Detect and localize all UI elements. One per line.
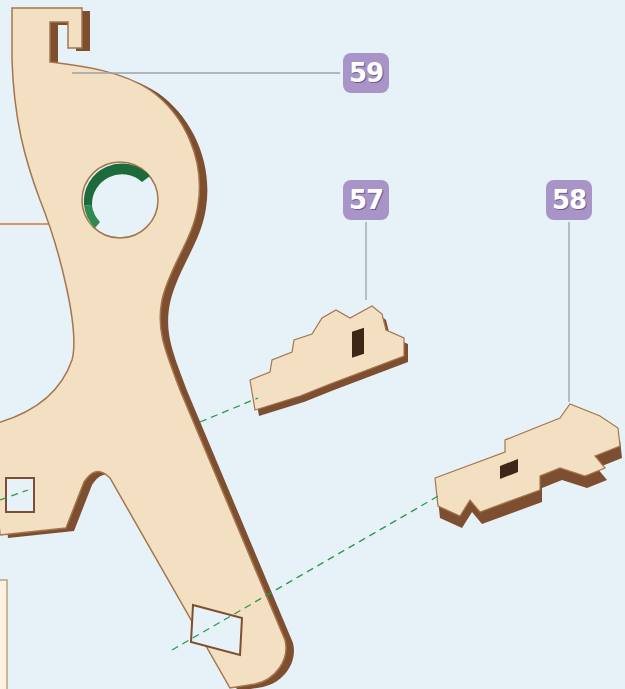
leader-line [365,222,366,300]
callout-number: 58 [546,180,592,220]
stand-part [0,8,294,689]
part-58 [435,404,622,528]
leader-line [568,222,569,402]
callout-number: 57 [343,180,389,220]
callout-number: 59 [343,53,389,93]
assembly-line [200,398,258,422]
leader-line [72,72,340,73]
assembly-line [0,490,28,500]
assembly-line [172,495,440,650]
part-57 [250,306,408,416]
panel-edge [0,580,7,689]
